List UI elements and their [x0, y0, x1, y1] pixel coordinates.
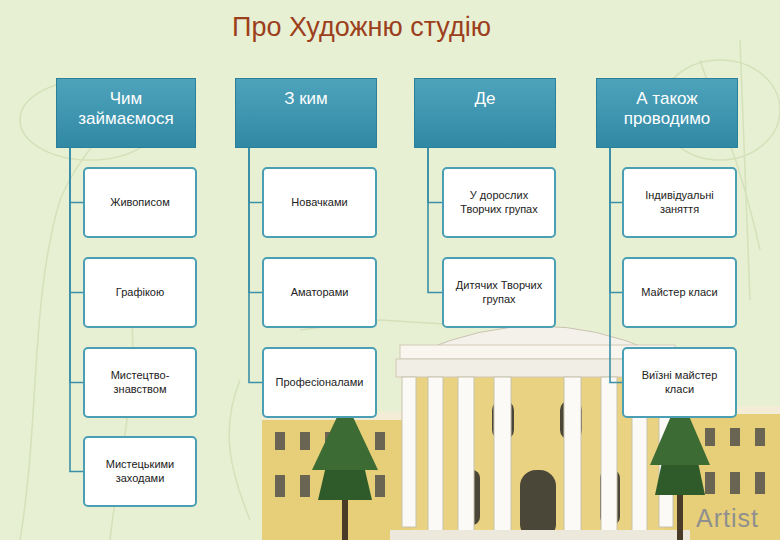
connector-line [70, 148, 83, 383]
item-box: Новачками [262, 167, 377, 238]
connector-line [428, 148, 442, 293]
header-text: А також проводимо [624, 89, 711, 128]
item-box: Майстер класи [622, 257, 737, 328]
header-text: Де [475, 89, 496, 108]
header-text: Чим займаємося [78, 89, 173, 128]
item-box: Графікою [83, 257, 197, 328]
item-box: Мистецькими заходами [83, 436, 197, 507]
connector-line [249, 148, 262, 203]
connector-line [70, 148, 83, 472]
item-box: Аматорами [262, 257, 377, 328]
item-text: Індивідуальні заняття [630, 189, 729, 217]
column-header: Чим займаємося [56, 78, 196, 148]
item-text: Новачками [291, 196, 347, 210]
connector-line [249, 148, 262, 293]
item-box: У дорослих Творчих групах [442, 167, 556, 238]
item-text: Аматорами [291, 286, 349, 300]
item-text: Професіоналами [276, 376, 364, 390]
item-text: Мистецькими заходами [91, 458, 189, 486]
connector-line [610, 148, 622, 293]
item-box: Індивідуальні заняття [622, 167, 737, 238]
connector-line [610, 148, 622, 203]
header-text: З ким [284, 89, 328, 108]
item-text: У дорослих Творчих групах [450, 189, 548, 217]
item-text: Виїзні майстер класи [630, 369, 729, 397]
item-box: Професіоналами [262, 347, 377, 418]
item-text: Дитячих Творчих групах [450, 279, 548, 307]
column-header: А також проводимо [596, 78, 738, 148]
item-box: Дитячих Творчих групах [442, 257, 556, 328]
item-text: Майстер класи [641, 286, 717, 300]
connector-line [428, 148, 442, 203]
item-text: Графікою [116, 286, 164, 300]
item-box: Мистецтво- знавством [83, 347, 197, 418]
item-text: Живописом [110, 196, 170, 210]
watermark: Artist [696, 504, 759, 533]
connector-line [70, 148, 83, 203]
item-box: Живописом [83, 167, 197, 238]
item-box: Виїзні майстер класи [622, 347, 737, 418]
slide-title: Про Художню студію [232, 12, 491, 43]
connector-line [610, 148, 622, 383]
item-text: Мистецтво- знавством [91, 369, 189, 397]
column-header: Де [414, 78, 556, 148]
connector-line [70, 148, 83, 293]
column-header: З ким [235, 78, 377, 148]
connector-line [249, 148, 262, 383]
